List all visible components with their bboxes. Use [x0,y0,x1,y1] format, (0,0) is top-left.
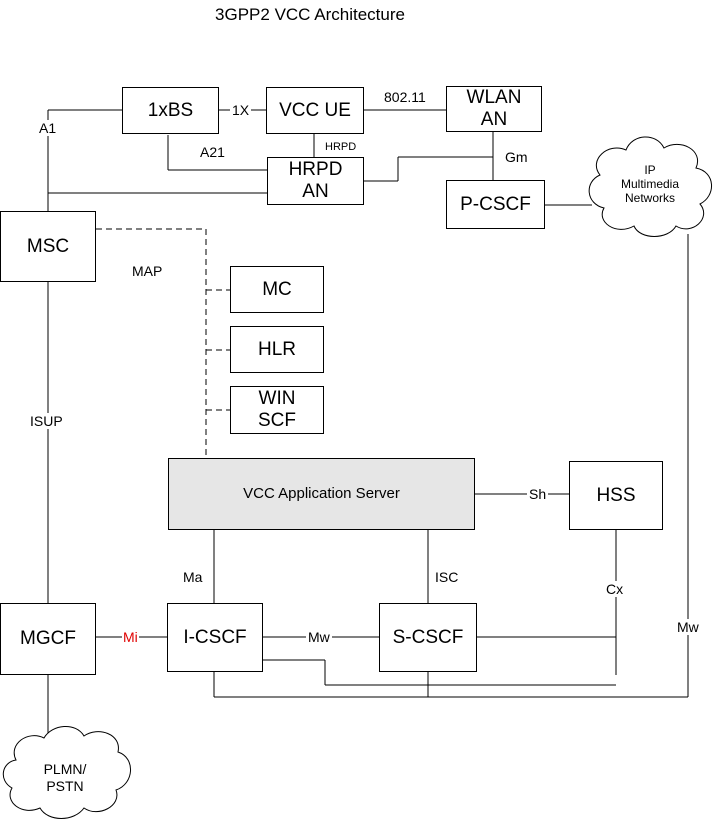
ip-networks-cloud [588,136,712,237]
mgcf-node: MGCF [0,603,96,675]
hlr-node: HLR [230,326,324,373]
hrpd-label: HRPD [325,141,357,153]
wifi-label: 802.11 [384,89,426,105]
1x-label: 1X [230,102,252,118]
i-cscf-node: I-CSCF [167,603,263,672]
diagram-title: 3GPP2 VCC Architecture [215,5,405,24]
map-label: MAP [132,263,163,279]
1xbs-node: 1xBS [122,87,219,134]
wlan-an-node: WLAN AN [446,86,542,132]
gm-label: Gm [505,149,528,165]
pstn-cloud [2,726,131,819]
map-links [96,228,230,458]
vcc-application-server: VCC Application Server [168,458,475,530]
p-cscf-node: P-CSCF [446,180,545,229]
ma-label: Ma [183,569,203,585]
mw-left-label: Mw [306,629,332,645]
pstn-label: PLMN/ PSTN [43,761,87,794]
mc-node: MC [230,266,324,313]
cx-label: Cx [604,581,626,597]
sh-label: Sh [527,486,549,502]
win-scf-node: WIN SCF [230,386,324,434]
hss-node: HSS [569,461,663,530]
s-cscf-node: S-CSCF [379,603,477,672]
hrpd-an-node: HRPD AN [267,157,364,205]
isup-label: ISUP [30,413,63,429]
mw-right-label: Mw [676,619,700,635]
ip-networks-label: IP Multimedia Networks [620,163,680,205]
isc-label: ISC [435,569,459,585]
mi-label: Mi [122,629,139,645]
vcc-ue-node: VCC UE [266,87,364,134]
a21-label: A21 [200,144,225,160]
msc-node: MSC [0,211,96,282]
a1-label: A1 [38,120,58,136]
